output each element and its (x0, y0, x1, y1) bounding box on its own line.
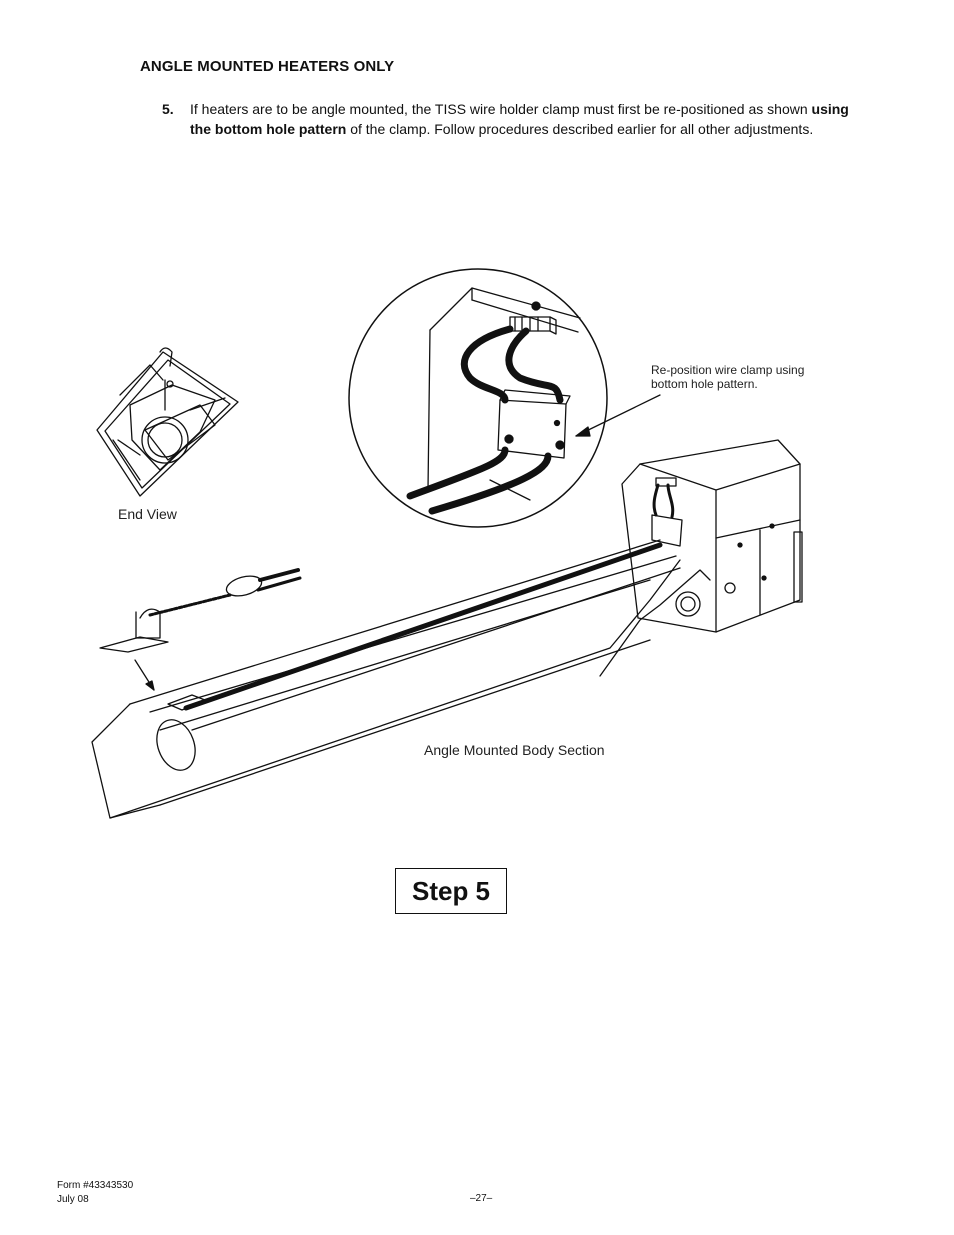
clamp-callout-label: Re-position wire clamp using bottom hole… (651, 363, 805, 391)
heater-end-box (621, 439, 803, 633)
step-box: Step 5 (395, 868, 507, 914)
page-number: –27– (470, 1193, 493, 1204)
form-date: July 08 (57, 1194, 89, 1205)
step-instruction: 5. If heaters are to be angle mounted, t… (162, 99, 862, 139)
step-body: If heaters are to be angle mounted, the … (190, 101, 849, 137)
footer-form-info: Form #43343530 July 08 (57, 1179, 133, 1207)
callout-arrow (575, 394, 661, 437)
spring-bracket-assembly (99, 568, 302, 691)
body-section-label: Angle Mounted Body Section (424, 742, 605, 758)
clamp-detail-magnified (348, 268, 608, 528)
heater-body-section (91, 539, 711, 819)
end-view-label: End View (118, 506, 177, 522)
emphasis-text: using the bottom hole pattern (190, 101, 849, 137)
form-number: Form #43343530 (57, 1180, 134, 1191)
step-number: 5. (162, 101, 174, 117)
section-heading: ANGLE MOUNTED HEATERS ONLY (140, 58, 395, 75)
end-view-drawing (96, 347, 239, 497)
